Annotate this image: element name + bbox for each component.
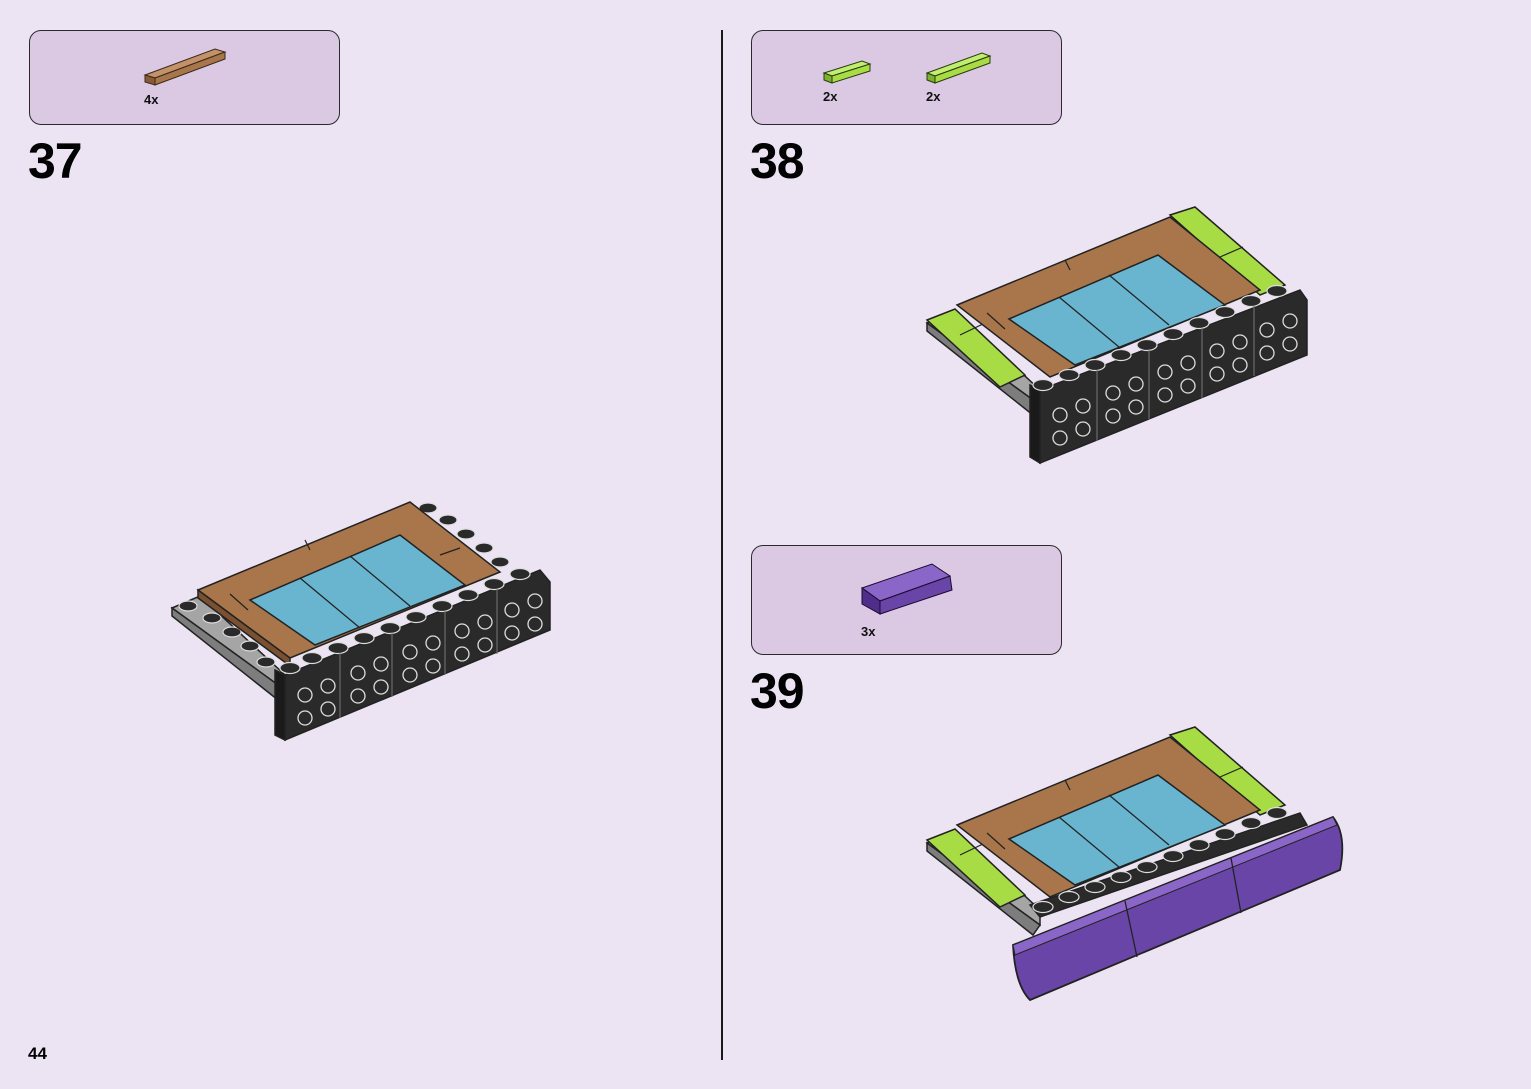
assembly-step-37-illustration bbox=[170, 501, 551, 742]
parts-callout-step-37: 4x bbox=[29, 30, 340, 125]
purple-curved-slope-icon bbox=[860, 563, 953, 615]
step-number: 37 bbox=[28, 133, 83, 189]
step-number: 38 bbox=[750, 133, 805, 189]
part-quantity: 2x bbox=[926, 89, 941, 104]
page-divider bbox=[721, 30, 723, 1060]
lime-tile-1x2-icon bbox=[822, 60, 872, 84]
lime-tile-1x4-icon bbox=[925, 52, 992, 84]
part-quantity: 2x bbox=[823, 89, 838, 104]
part-quantity: 3x bbox=[861, 624, 876, 639]
brown-tile-1x4-icon bbox=[143, 48, 227, 86]
parts-callout-step-38: 2x 2x bbox=[751, 30, 1062, 125]
parts-callout-step-39: 3x bbox=[751, 545, 1062, 655]
step-number: 39 bbox=[750, 663, 805, 719]
page-number: 44 bbox=[28, 1044, 47, 1063]
assembly-step-39-illustration bbox=[925, 726, 1344, 1002]
part-quantity: 4x bbox=[144, 92, 159, 107]
assembly-step-38-illustration bbox=[925, 206, 1308, 465]
